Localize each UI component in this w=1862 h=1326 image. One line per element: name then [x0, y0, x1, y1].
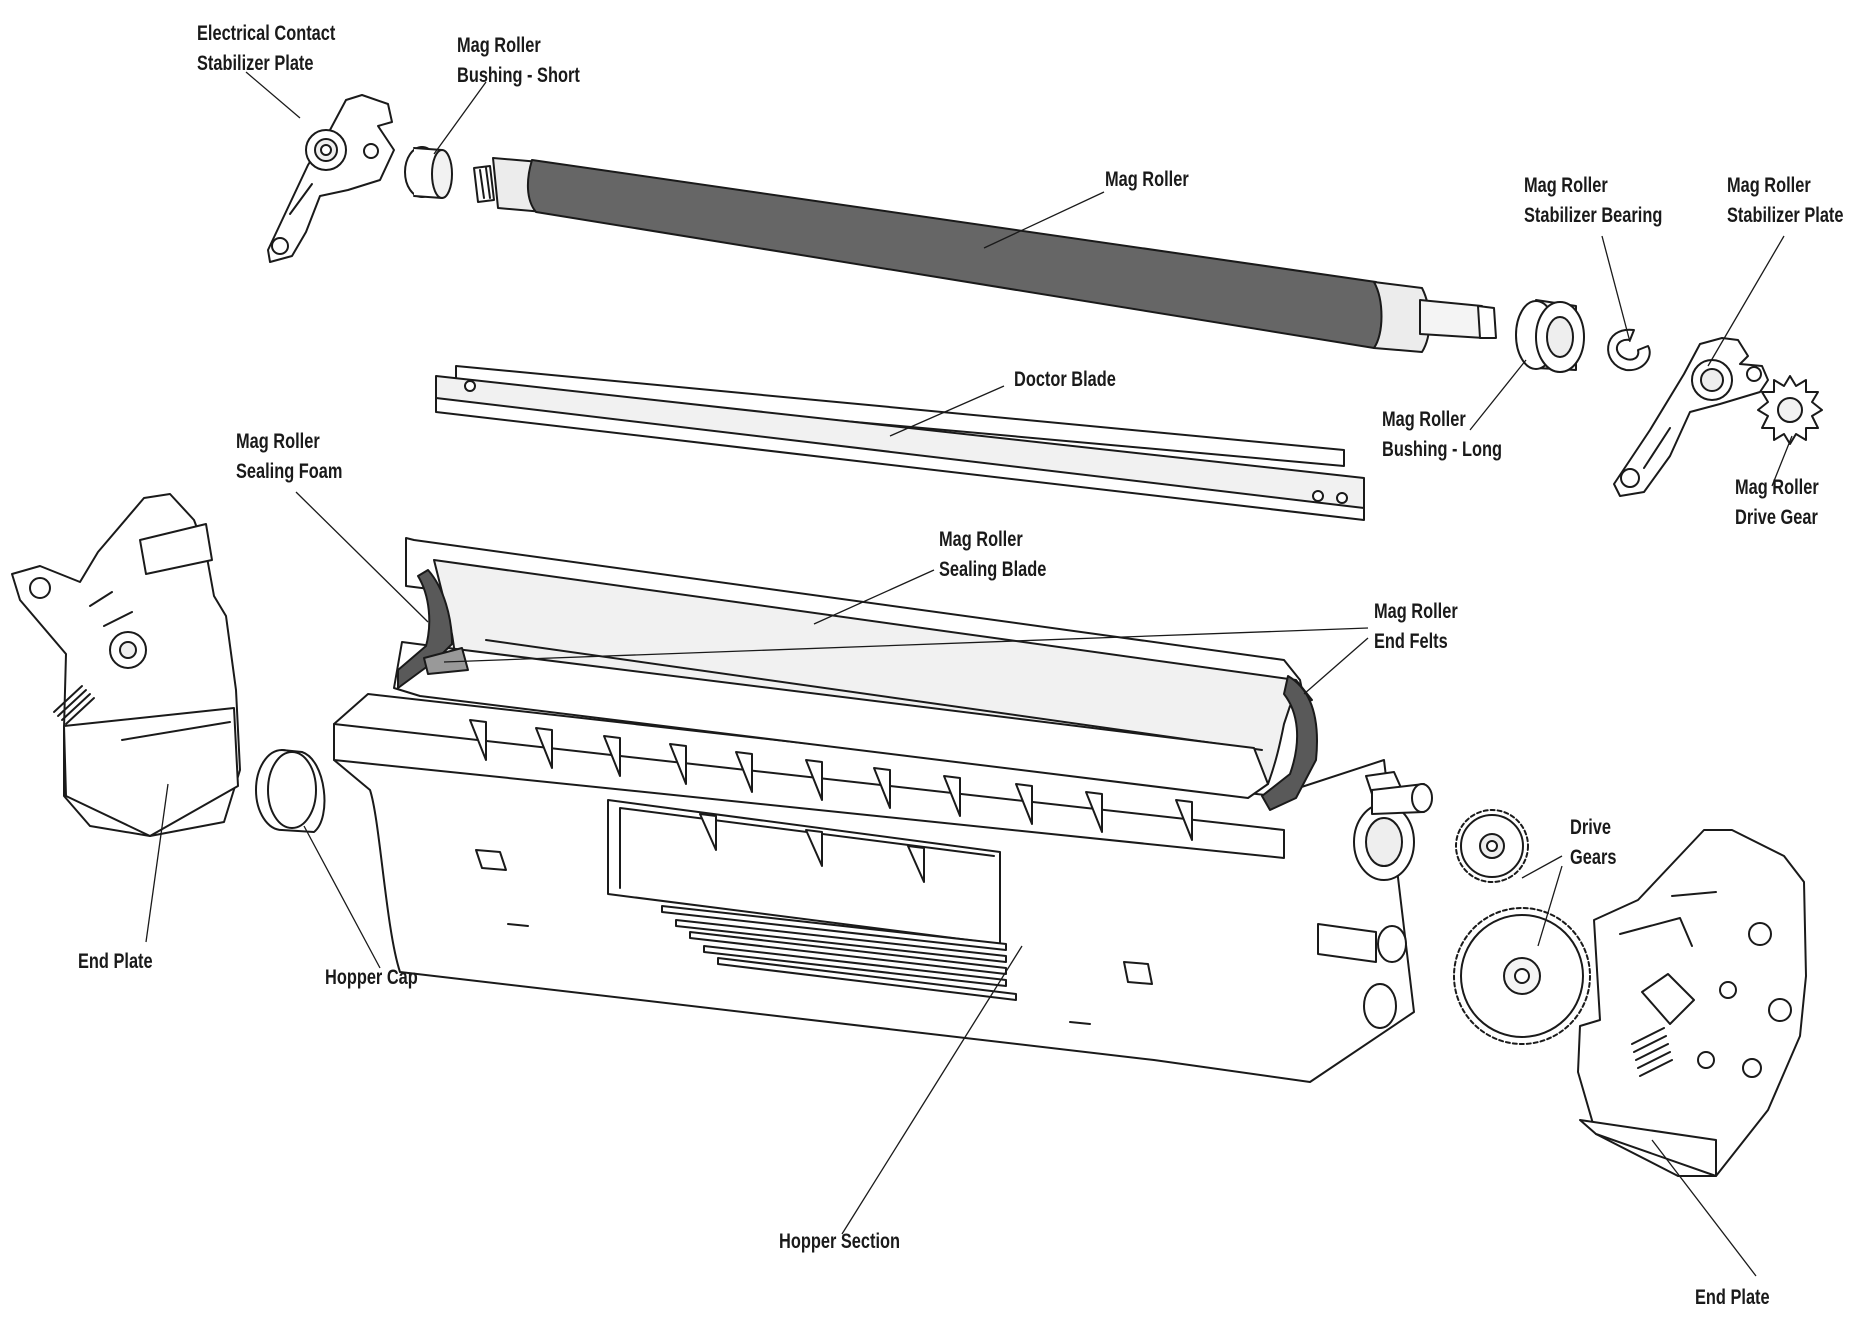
- label-mag-roller-end-felts: Mag Roller End Felts: [1374, 599, 1462, 652]
- label-end-plate-right: End Plate: [1695, 1285, 1770, 1308]
- bushing-short: [404, 146, 453, 199]
- label-mag-roller-bushing-short: Mag Roller Bushing - Short: [457, 33, 580, 86]
- hopper-cap: [255, 749, 326, 833]
- hopper-ribs: [469, 719, 1193, 841]
- label-mag-roller: Mag Roller: [1105, 167, 1189, 190]
- mag-roller-tube: [526, 159, 1383, 349]
- mag-roller-end-felt-left: [397, 569, 453, 689]
- electrical-contact-stabilizer-plate: [267, 94, 395, 263]
- bushing-long: [1515, 299, 1585, 373]
- end-plate-left: [11, 493, 241, 837]
- mag-roller-shaft-end: [1477, 305, 1497, 339]
- label-electrical-contact-stabilizer-plate: Electrical Contact Stabilizer Plate: [197, 21, 340, 74]
- label-hopper-cap: Hopper Cap: [325, 965, 418, 988]
- mag-roller-end-felt-right: [1261, 675, 1318, 811]
- end-plate-left-spring: [53, 685, 95, 725]
- leader-lines: [145, 71, 1793, 1277]
- label-doctor-blade: Doctor Blade: [1014, 367, 1116, 390]
- labels: Electrical Contact Stabilizer Plate Mag …: [78, 21, 1844, 1308]
- label-mag-roller-drive-gear: Mag Roller Drive Gear: [1735, 475, 1823, 528]
- label-mag-roller-stabilizer-bearing: Mag Roller Stabilizer Bearing: [1524, 173, 1662, 226]
- label-mag-roller-stabilizer-plate: Mag Roller Stabilizer Plate: [1727, 173, 1844, 226]
- label-mag-roller-bushing-long: Mag Roller Bushing - Long: [1382, 407, 1502, 460]
- stabilizer-bearing: [1607, 328, 1651, 372]
- end-plate-right-spring: [1631, 1027, 1673, 1077]
- mag-roller-drive-gear: [1757, 375, 1823, 445]
- end-plate-right: [1577, 829, 1807, 1177]
- label-hopper-section: Hopper Section: [779, 1229, 900, 1252]
- mag-roller-shaft: [1419, 299, 1485, 339]
- label-mag-roller-sealing-blade: Mag Roller Sealing Blade: [939, 527, 1046, 580]
- label-mag-roller-sealing-foam: Mag Roller Sealing Foam: [236, 429, 342, 482]
- doctor-blade: [435, 365, 1365, 521]
- mag-roller-stabilizer-plate: [1613, 337, 1769, 497]
- label-drive-gears: Drive Gears: [1570, 815, 1616, 868]
- label-end-plate-left: End Plate: [78, 949, 153, 972]
- hopper-section: [333, 537, 1433, 1083]
- mag-roller: [473, 157, 1497, 353]
- drive-gears: [1453, 809, 1591, 1045]
- hopper-slots: [661, 905, 1017, 1001]
